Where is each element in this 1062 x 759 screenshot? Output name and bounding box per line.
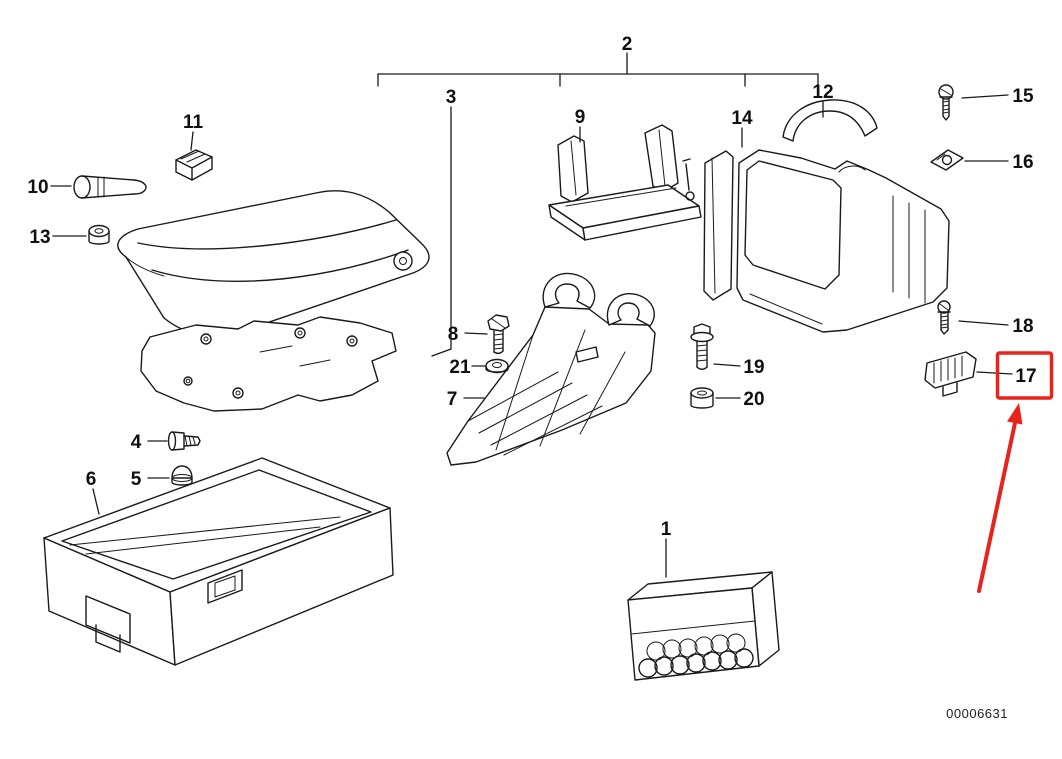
leader-19	[713, 363, 741, 367]
callout-13: 13	[29, 227, 50, 248]
callout-18: 18	[1012, 316, 1033, 337]
part-14-console	[703, 149, 950, 333]
callout-5: 5	[131, 469, 142, 490]
highlight-box-part-17	[995, 351, 1054, 400]
part-5-cap	[171, 465, 193, 486]
leader-18	[958, 320, 1009, 326]
callout-7: 7	[447, 389, 458, 410]
callout-8: 8	[448, 324, 459, 345]
callout-4: 4	[131, 432, 142, 453]
leader-15	[961, 94, 1009, 99]
highlight-arrow-shaft	[977, 421, 1017, 593]
part-21-washer	[485, 358, 509, 374]
callout-19: 19	[743, 357, 764, 378]
callout-21: 21	[449, 357, 471, 378]
part-4-screw	[167, 431, 201, 451]
leader-17	[976, 371, 1013, 375]
callout-6: 6	[86, 469, 97, 490]
part-7-bracket	[446, 272, 656, 466]
exploded-view-art	[43, 84, 977, 681]
part-18-screw	[937, 300, 951, 335]
part-1-box	[627, 571, 780, 681]
part-11-cover	[175, 149, 213, 181]
callout-9: 9	[575, 107, 586, 128]
highlight-arrow-head	[1007, 403, 1023, 425]
part-15-screw	[938, 84, 954, 121]
callout-1: 1	[661, 519, 672, 540]
leader-11	[190, 131, 194, 151]
callout-14: 14	[731, 108, 753, 129]
callout-16: 16	[1012, 152, 1033, 173]
callout-17: 17	[1015, 366, 1036, 387]
callout-10: 10	[27, 177, 48, 198]
part-10-pin	[73, 175, 147, 199]
callout-12: 12	[812, 82, 833, 103]
diagram-code: 00006631	[946, 706, 1008, 721]
part-8-bolt	[487, 314, 510, 355]
part-6-tray	[43, 457, 394, 666]
part-base-plate	[140, 316, 397, 412]
callout-labels: 1 2 3 4 5 6 7 8 9 10 11 12 13 14 15 16 1…	[27, 34, 1036, 540]
callout-2: 2	[622, 34, 633, 55]
highlight-group	[977, 351, 1054, 593]
callout-20: 20	[743, 389, 764, 410]
part-17-clip	[924, 351, 977, 397]
part-19-bolt	[690, 323, 714, 370]
callout-3: 3	[446, 87, 457, 108]
part-16-clip-nut	[930, 149, 964, 171]
leader-8	[464, 332, 488, 335]
part-13-bushing	[88, 224, 110, 245]
part-9-bracket	[548, 124, 702, 241]
part-12-lid	[782, 99, 878, 142]
callout-11: 11	[183, 112, 204, 133]
leader-2	[377, 52, 819, 87]
leader-3	[431, 106, 452, 357]
leader-lines	[50, 52, 1013, 578]
part-20-spacer	[690, 387, 714, 409]
leader-6	[92, 488, 100, 515]
part-armrest-pad	[117, 190, 430, 337]
callout-15: 15	[1012, 86, 1034, 107]
